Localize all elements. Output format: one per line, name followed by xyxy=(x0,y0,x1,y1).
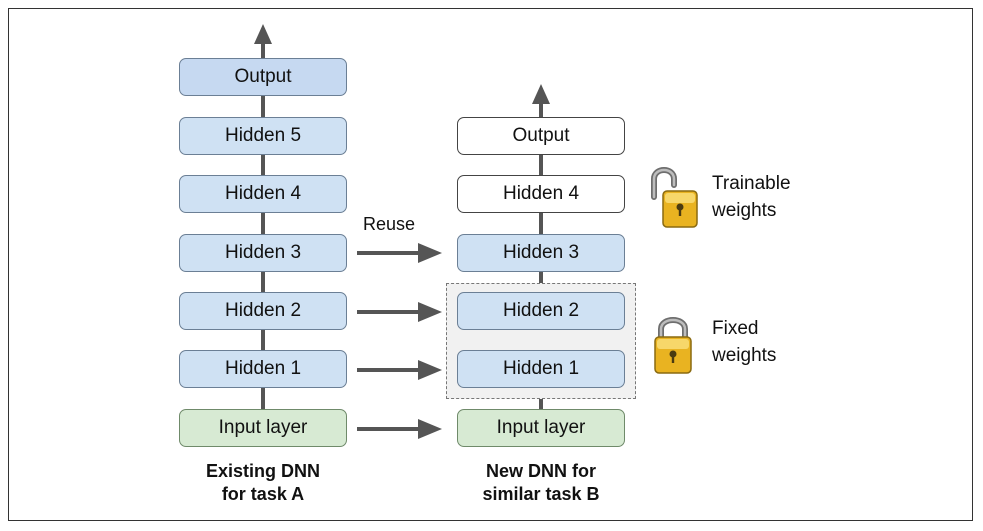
network-a-caption: Existing DNN for task A xyxy=(173,460,353,506)
network-a-input-layer: Input layer xyxy=(179,409,347,447)
network-b-hidden4-layer: Hidden 4 xyxy=(457,175,625,213)
network-b-caption-line1: New DNN for xyxy=(485,461,596,481)
network-a-output-layer: Output xyxy=(179,58,347,96)
column-b-up-arrow xyxy=(532,84,550,104)
locked-padlock-icon xyxy=(654,317,692,374)
diagram-frame xyxy=(8,8,973,521)
network-b-hidden1-layer: Hidden 1 xyxy=(457,350,625,388)
network-a-caption-line1: Existing DNN xyxy=(205,461,320,481)
network-b-caption: New DNN for similar task B xyxy=(441,460,641,506)
fixed-weights-label: Fixed weights xyxy=(712,315,776,369)
network-a-hidden5-layer: Hidden 5 xyxy=(179,117,347,155)
fixed-line2: weights xyxy=(712,345,777,366)
network-a-hidden2-layer: Hidden 2 xyxy=(179,292,347,330)
column-a-up-arrow xyxy=(254,24,272,44)
network-a-hidden3-layer: Hidden 3 xyxy=(179,234,347,272)
reuse-label: Reuse xyxy=(363,214,416,234)
trainable-weights-label: Trainable weights xyxy=(712,170,791,224)
network-b-input-layer: Input layer xyxy=(457,409,625,447)
network-a-hidden1-layer: Hidden 1 xyxy=(179,350,347,388)
network-b-hidden3-layer: Hidden 3 xyxy=(457,234,625,272)
network-b-caption-line2: similar task B xyxy=(482,484,600,504)
fixed-line1: Fixed xyxy=(712,318,759,339)
trainable-line1: Trainable xyxy=(712,173,791,194)
network-b-hidden2-layer: Hidden 2 xyxy=(457,292,625,330)
network-a-caption-line2: for task A xyxy=(221,484,305,504)
unlocked-padlock-icon xyxy=(651,167,698,228)
trainable-line2: weights xyxy=(712,200,777,221)
network-a-hidden4-layer: Hidden 4 xyxy=(179,175,347,213)
network-b-output-layer: Output xyxy=(457,117,625,155)
